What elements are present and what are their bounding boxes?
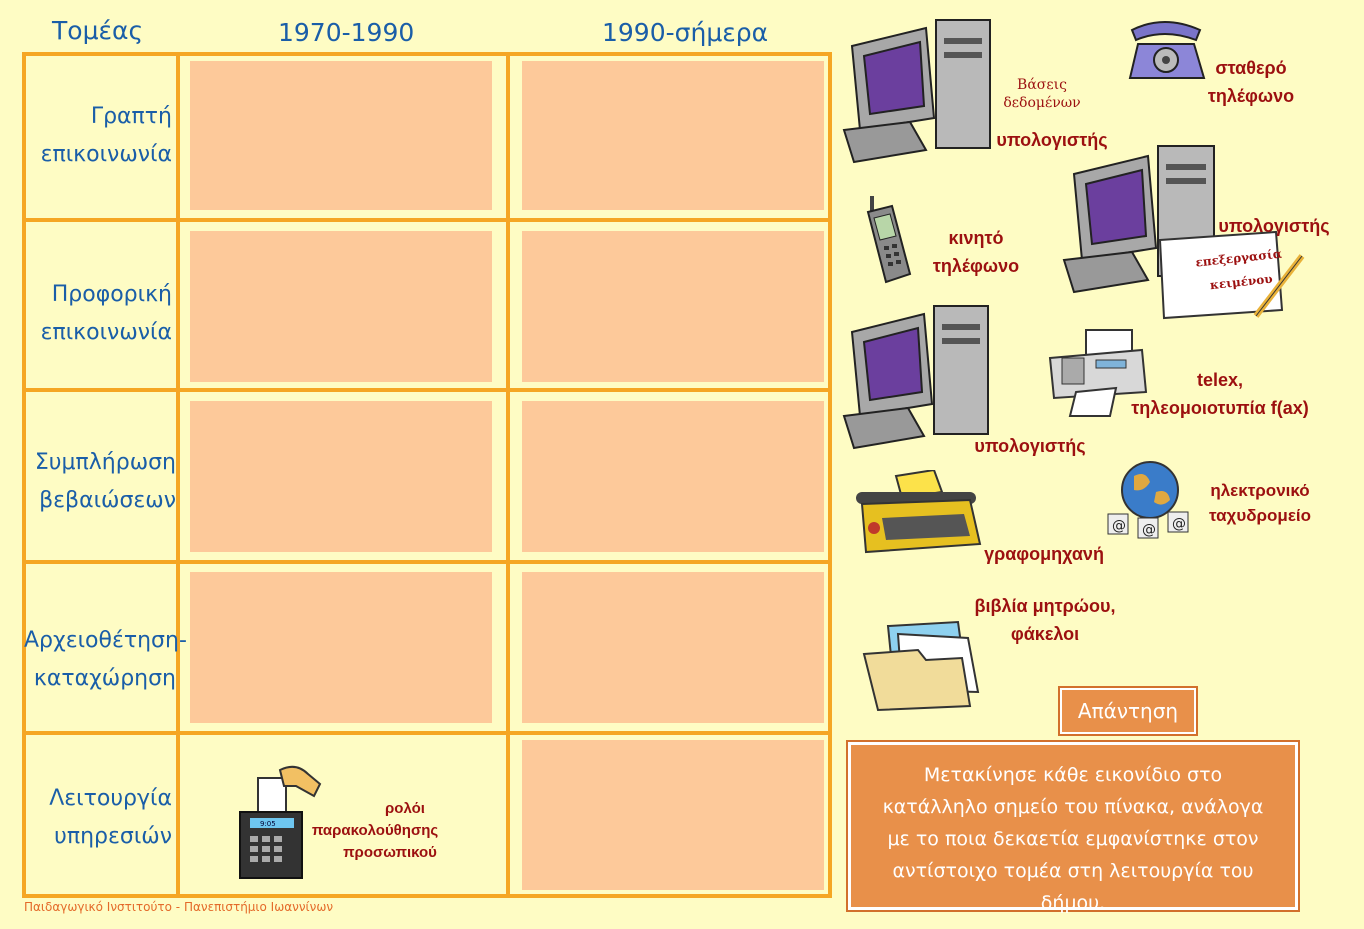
email-item[interactable]: @ @ @ (1104, 452, 1196, 542)
drop-cell-certificates-1990[interactable] (522, 401, 824, 552)
table-divider (176, 52, 180, 898)
drop-cell-archiving-1970[interactable] (190, 572, 492, 723)
drop-cell-written-1970[interactable] (190, 61, 492, 210)
drop-cell-services-1990[interactable] (522, 740, 824, 890)
computer-item[interactable] (840, 304, 996, 454)
time-clock-caption: ρολόι παρακολούθησης προσωπικού (311, 800, 439, 861)
answer-button[interactable]: Απάντηση (1060, 688, 1196, 734)
folders-item[interactable] (858, 620, 988, 712)
footer-credits: Παιδαγωγικό Ινστιτούτο - Πανεπιστήμιο Ιω… (24, 900, 334, 914)
computer-databases-caption: υπολογιστής (996, 130, 1108, 150)
computer-caption: υπολογιστής (974, 436, 1086, 456)
header-period-1990-today: 1990-σήμερα (602, 18, 769, 47)
drop-cell-certificates-1970[interactable] (190, 401, 492, 552)
svg-text:@: @ (1112, 518, 1126, 534)
time-clock-icon: 9:05 (239, 765, 322, 879)
mobile-phone-icon (866, 196, 912, 284)
svg-text:@: @ (1172, 516, 1186, 532)
computer-icon (842, 305, 989, 450)
typewriter-icon (856, 468, 982, 554)
table-divider (22, 731, 832, 735)
time-clock-item[interactable]: 9:05 (236, 756, 326, 880)
drop-cell-oral-1990[interactable] (522, 231, 824, 382)
table-divider (22, 388, 832, 392)
folder-icon (862, 620, 980, 712)
computer-databases-handwritten: Βάσεις δεδομένων (1003, 77, 1081, 111)
fax-machine-icon (1048, 329, 1148, 417)
folders-caption: βιβλία μητρώου, φάκελοι (974, 596, 1116, 644)
classification-table (22, 52, 832, 898)
svg-text:9:05: 9:05 (260, 820, 276, 828)
computer-databases-item[interactable] (840, 18, 998, 168)
mobile-phone-caption: κινητό τηλέφωνο (932, 228, 1020, 276)
instructions-panel: Μετακίνησε κάθε εικονίδιο στο κατάλληλο … (848, 742, 1298, 914)
drop-cell-written-1990[interactable] (522, 61, 824, 210)
table-divider (22, 218, 832, 222)
table-divider (22, 560, 832, 564)
drop-cell-archiving-1990[interactable] (522, 572, 824, 723)
landline-phone-item[interactable] (1124, 16, 1208, 82)
typewriter-caption: γραφομηχανή (984, 544, 1104, 564)
document-pen-icon (1158, 230, 1305, 320)
landline-phone-caption: σταθερό τηλέφωνο (1207, 58, 1295, 106)
computer-icon (1062, 145, 1215, 294)
document-paper-item[interactable] (1156, 230, 1306, 322)
email-globe-icon: @ @ @ (1107, 461, 1189, 539)
computer-icon (842, 19, 991, 164)
typewriter-item[interactable] (852, 468, 984, 556)
email-caption: ηλεκτρονικό ταχυδρομείο (1208, 481, 1312, 525)
svg-text:@: @ (1142, 522, 1156, 538)
computer-wordprocessing-item[interactable] (1060, 144, 1220, 308)
header-period-1970-1990: 1970-1990 (278, 18, 415, 47)
table-divider (506, 52, 510, 898)
fax-machine-item[interactable] (1046, 328, 1150, 418)
row-label-archiving: Αρχειοθέτηση-καταχώρηση (24, 628, 187, 691)
drop-cell-oral-1970[interactable] (190, 231, 492, 382)
fax-machine-caption: telex, τηλεομοιοτυπία f(ax) (1131, 370, 1309, 418)
landline-phone-icon (1128, 21, 1206, 79)
mobile-phone-item[interactable] (862, 194, 914, 284)
computer-wordprocessing-caption: υπολογιστής (1218, 216, 1330, 236)
header-sector: Τομέας (52, 16, 144, 45)
